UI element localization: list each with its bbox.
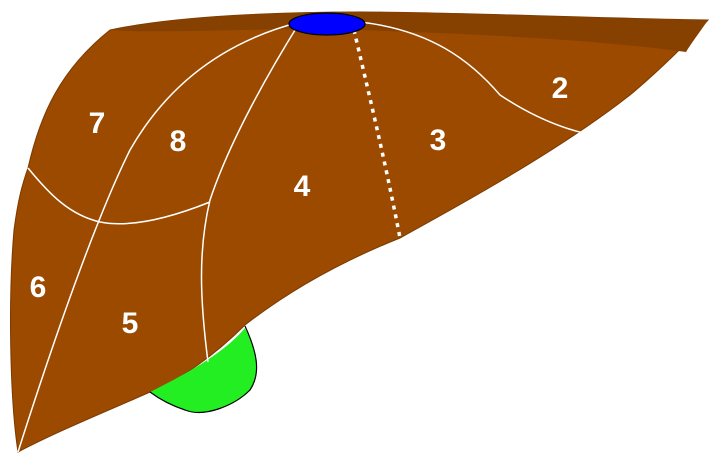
segment-label-6: 6 bbox=[30, 271, 47, 304]
boundary-right-hepatic bbox=[17, 21, 301, 453]
boundary-portal-plane bbox=[27, 167, 211, 225]
segment-label-4: 4 bbox=[294, 170, 311, 203]
segment-boundaries bbox=[17, 21, 589, 453]
gallbladder-outline bbox=[149, 325, 258, 414]
segment-label-2: 2 bbox=[552, 72, 569, 105]
liver-top-band bbox=[110, 12, 708, 52]
inferior-vena-cava bbox=[288, 12, 366, 36]
falciform-ligament-dotted bbox=[352, 29, 402, 239]
segment-label-3: 3 bbox=[430, 124, 447, 157]
segment-label-5: 5 bbox=[122, 307, 139, 340]
boundary-middle-hepatic bbox=[200, 21, 301, 363]
segment-label-8: 8 bbox=[170, 125, 187, 158]
gallbladder bbox=[150, 328, 257, 413]
liver-body bbox=[10, 11, 710, 453]
segment-label-7: 7 bbox=[89, 107, 106, 140]
segment-labels: 2 3 4 5 6 7 8 bbox=[30, 72, 569, 340]
boundary-seg2 bbox=[359, 21, 589, 135]
